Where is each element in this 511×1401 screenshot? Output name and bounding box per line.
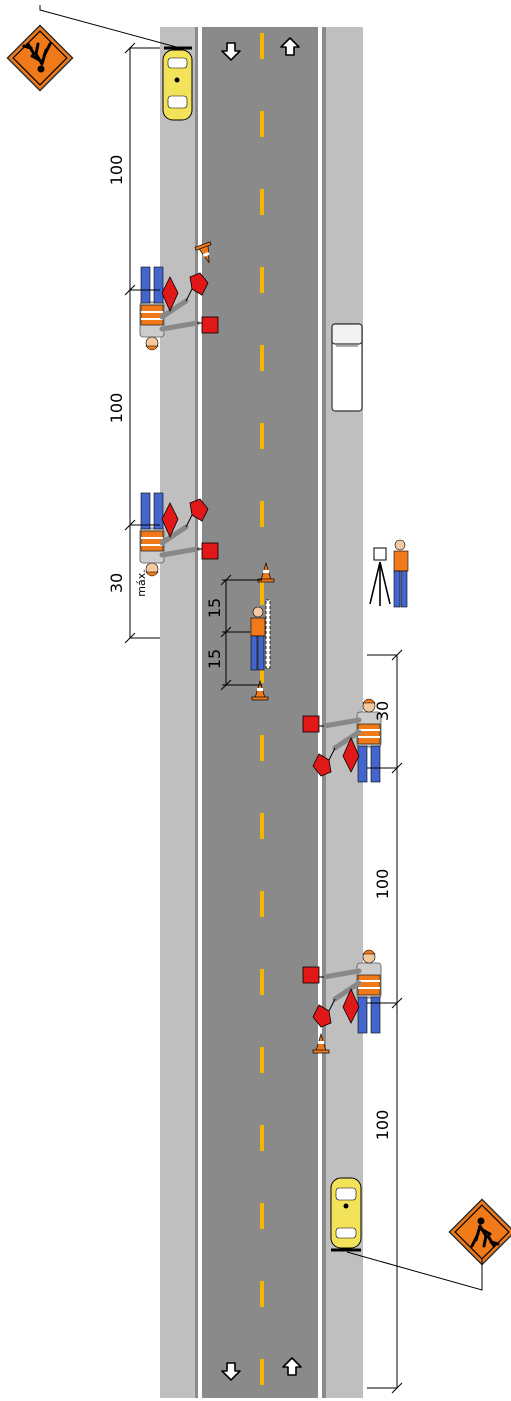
men-at-work-sign-icon [5, 23, 75, 93]
road-surface [160, 27, 363, 1398]
dimension-label: 30 [107, 573, 126, 593]
dimension-label: 100 [373, 869, 392, 900]
max-note-label: máx. [135, 569, 148, 596]
left-dimension-line [124, 42, 160, 644]
dimension-label: 15 [205, 649, 224, 669]
dimension-label: 15 [205, 598, 224, 618]
men-at-work-sign-icon [447, 1197, 511, 1267]
dimension-label: 100 [107, 155, 126, 186]
surveyor-dimension-line [220, 574, 262, 691]
parked-truck [331, 323, 363, 412]
surveyor-rod-worker [250, 599, 271, 671]
dimension-label: 100 [107, 393, 126, 424]
dimension-label: 100 [373, 1110, 392, 1141]
right-dimension-line [367, 649, 403, 1394]
surveyor-tripod [369, 539, 409, 608]
bottom-car [330, 1177, 362, 1252]
work-signs [5, 5, 511, 1291]
dimension-label: 30 [373, 701, 392, 721]
top-car [162, 46, 193, 121]
